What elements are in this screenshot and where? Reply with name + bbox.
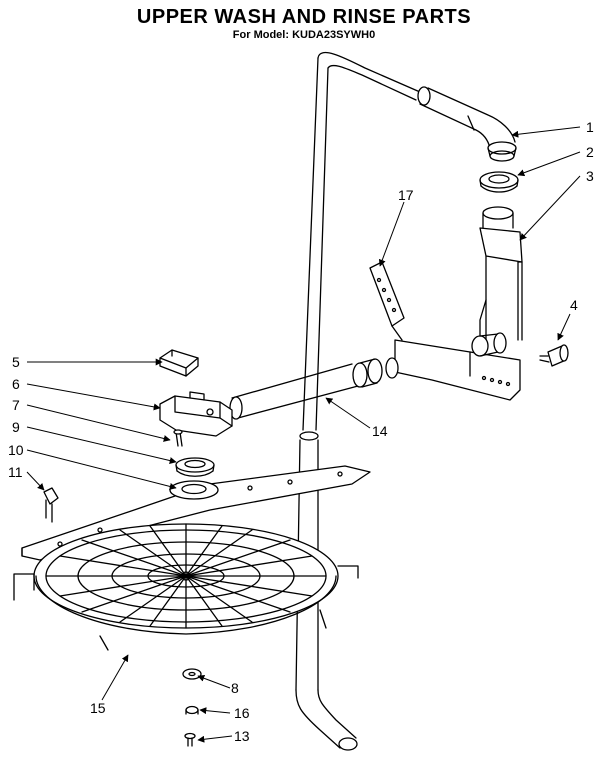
callout-17: 17 xyxy=(398,187,414,203)
callout-8: 8 xyxy=(231,680,239,696)
part-3-manifold-drawing xyxy=(479,206,523,351)
part-8-washer-drawing xyxy=(182,668,202,680)
part-1-elbow-drawing xyxy=(417,86,517,162)
leader-14 xyxy=(325,397,371,429)
leader-11 xyxy=(26,471,45,491)
part-14-feed-tube-drawing xyxy=(229,358,383,420)
part-15-rack-drawing xyxy=(13,523,359,651)
callout-5: 5 xyxy=(12,354,20,370)
diagram-title: UPPER WASH AND RINSE PARTS xyxy=(136,6,472,28)
part-7-screw-drawing xyxy=(173,429,183,447)
callout-6: 6 xyxy=(12,376,20,392)
leader-4 xyxy=(557,313,571,341)
leader-10 xyxy=(26,449,177,490)
callout-1: 1 xyxy=(586,119,594,135)
part-11-plug-drawing xyxy=(43,487,59,523)
callout-9: 9 xyxy=(12,419,20,435)
callout-16: 16 xyxy=(234,705,250,721)
part-17-bracket-drawing xyxy=(369,261,405,341)
leader-15 xyxy=(101,654,129,701)
leader-3 xyxy=(519,175,581,241)
leader-8 xyxy=(197,674,231,689)
callout-11: 11 xyxy=(8,464,23,480)
part-9-nut-drawing xyxy=(175,457,215,477)
leader-13 xyxy=(197,735,233,743)
callout-10: 10 xyxy=(8,442,24,458)
model-subtitle: For Model: KUDA23SYWH0 xyxy=(232,29,376,41)
part-13-screw-drawing xyxy=(184,732,196,747)
leader-16 xyxy=(199,707,231,715)
leader-6 xyxy=(26,383,161,411)
leader-9 xyxy=(26,426,177,464)
callout-13: 13 xyxy=(234,728,250,744)
part-6-housing-drawing xyxy=(159,391,233,437)
callout-14: 14 xyxy=(372,423,388,439)
leader-1 xyxy=(511,126,581,138)
leader-7 xyxy=(26,404,171,442)
part-4-cap-drawing xyxy=(539,344,569,367)
part-2-gasket-drawing xyxy=(479,171,519,193)
manifold-hub-drawing xyxy=(385,332,521,401)
callout-15: 15 xyxy=(90,700,106,716)
callout-4: 4 xyxy=(570,297,578,313)
callout-3: 3 xyxy=(586,168,594,184)
part-16-nut-drawing xyxy=(185,705,199,715)
callout-2: 2 xyxy=(586,144,594,160)
leader-17 xyxy=(378,201,405,267)
supply-tube-drawing xyxy=(295,52,421,751)
callout-7: 7 xyxy=(12,397,20,413)
part-5-clip-drawing xyxy=(159,349,199,377)
leader-2 xyxy=(517,151,581,177)
